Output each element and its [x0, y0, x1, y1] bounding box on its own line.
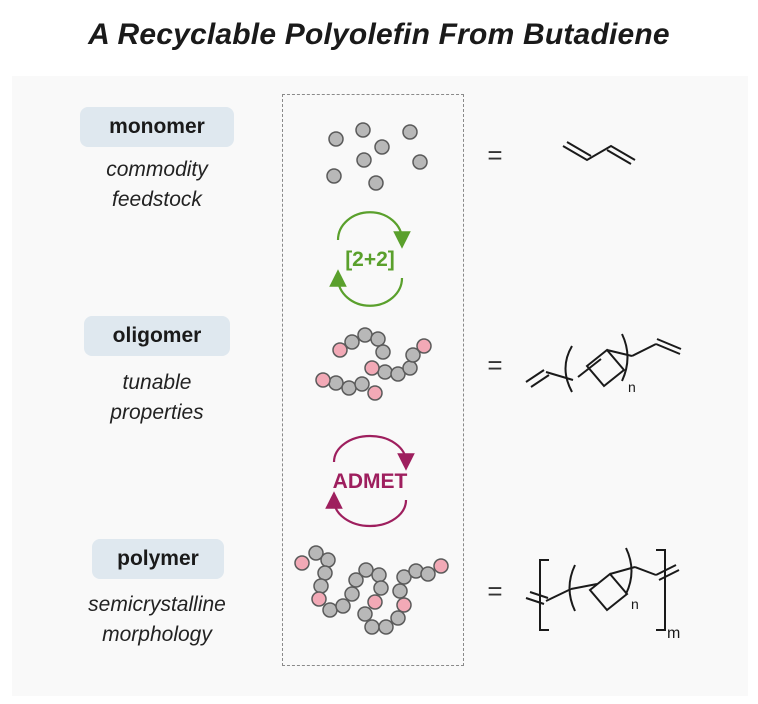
polymer-structure: [525, 547, 680, 631]
oligomer-beads: [315, 327, 432, 401]
butadiene-structure: [562, 141, 636, 165]
subscript-m: m: [667, 625, 680, 642]
stage-desc-polymer: semicrystalline morphology: [52, 590, 262, 650]
equals-sign: =: [487, 576, 503, 606]
stage-desc-oligomer: tunable properties: [62, 368, 252, 428]
step-label-2plus2: [2+2]: [345, 248, 395, 271]
monomer-beads: [326, 122, 428, 191]
stage-label-monomer: monomer: [80, 107, 234, 147]
step-label-admet: ADMET: [333, 470, 408, 493]
process-box: [282, 94, 464, 666]
desc-line: semicrystalline: [88, 593, 226, 616]
desc-line: commodity: [106, 158, 208, 181]
equals-sign: =: [487, 350, 503, 380]
stage-label-oligomer: oligomer: [84, 316, 230, 356]
oligomer-structure: [525, 333, 682, 393]
step-admet: [325, 434, 415, 528]
desc-line: properties: [110, 401, 204, 424]
subscript-n: n: [631, 596, 639, 612]
desc-line: feedstock: [112, 188, 202, 211]
subscript-n: n: [628, 379, 636, 395]
polymer-beads: [294, 545, 449, 635]
figure-title: A Recyclable Polyolefin From Butadiene: [88, 18, 670, 51]
desc-line: tunable: [122, 371, 192, 394]
equals-sign: =: [487, 140, 503, 170]
desc-line: morphology: [102, 623, 212, 646]
stage-desc-monomer: commodity feedstock: [62, 155, 252, 215]
step-2plus2: [329, 211, 411, 307]
stage-label-polymer: polymer: [92, 539, 224, 579]
